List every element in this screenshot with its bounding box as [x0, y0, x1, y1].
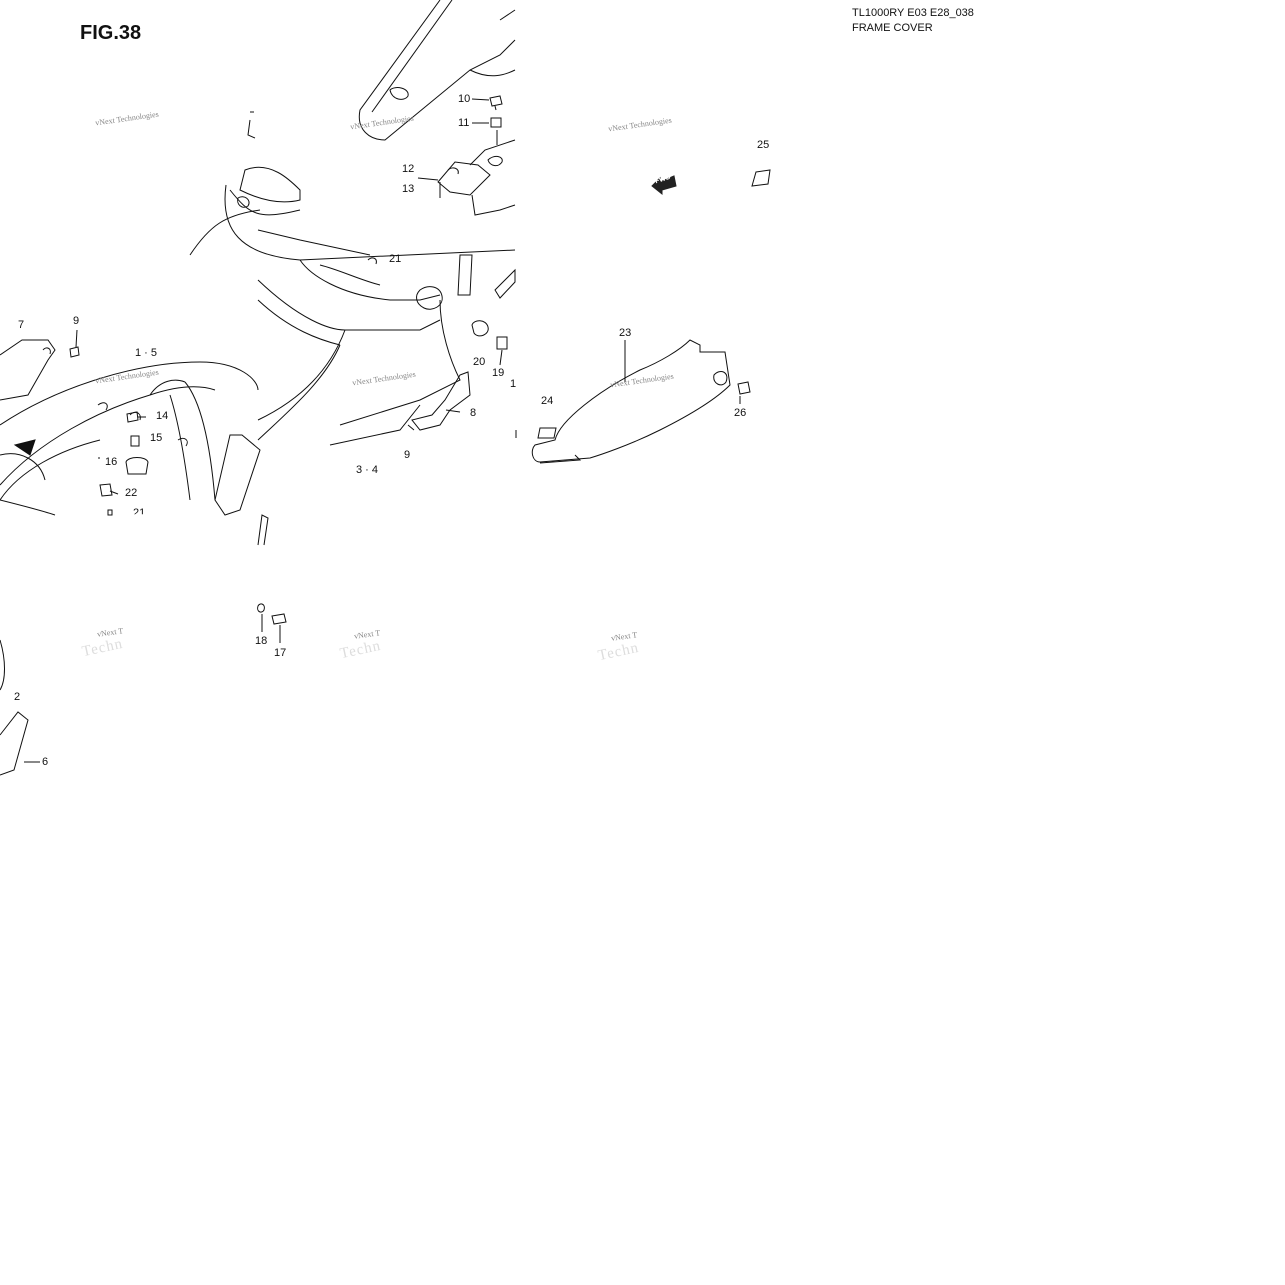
side-cover-23 [515, 339, 751, 464]
callout-14: 14 [156, 410, 169, 422]
callout-10: 10 [458, 93, 471, 105]
callout-26: 26 [734, 407, 747, 419]
callout-13: 13 [402, 183, 415, 195]
decal-strips [0, 254, 516, 776]
diagram-header: TL1000RY E03 E28_038 FRAME COVER [852, 6, 974, 36]
callout-1: 1 [510, 378, 517, 390]
bracket-12-13 [437, 138, 516, 216]
fwd-arrow-icon [651, 175, 677, 196]
callout-11: 11 [458, 117, 470, 129]
callout-2: 2 [14, 691, 21, 703]
callout-7: 7 [18, 319, 25, 331]
callout-8: 8 [470, 407, 477, 419]
callout-9-lower: 9 [404, 449, 411, 461]
callout-19: 19 [492, 367, 505, 379]
callout-6: 6 [42, 756, 49, 768]
fasteners-10-11 [489, 95, 503, 128]
callout-20: 20 [473, 356, 486, 368]
hardware-14-22 [98, 411, 149, 516]
clamp-8 [407, 371, 471, 431]
callout-16: 16 [105, 456, 118, 468]
callout-22: 22 [125, 487, 138, 499]
model-code: TL1000RY E03 E28_038 [852, 7, 974, 19]
callout-21: 21 [389, 253, 402, 265]
callout-24: 24 [541, 395, 554, 407]
callout-18: 18 [255, 635, 268, 647]
callout-9: 9 [73, 315, 80, 327]
section-title: FRAME COVER [852, 22, 933, 34]
upper-frame-cover [189, 0, 516, 261]
callout-21-lower: 21 [133, 507, 146, 519]
seat-cowl [0, 361, 259, 516]
callout-12: 12 [402, 163, 415, 175]
main-frame-cover [257, 229, 461, 546]
callout-1-5: 1 · 5 [135, 347, 158, 359]
figure-label: FIG.38 [80, 22, 142, 44]
part-25-shape [751, 169, 771, 187]
callout-17: 17 [274, 647, 287, 659]
grommets-19-20 [471, 320, 508, 350]
callout-3-4: 3 · 4 [356, 464, 379, 476]
hardware-17-18 [0, 603, 287, 691]
leader-lines [24, 98, 741, 763]
callout-25: 25 [757, 139, 770, 151]
callout-23: 23 [619, 327, 632, 339]
callout-15: 15 [150, 432, 163, 444]
cover-7 [0, 339, 80, 401]
